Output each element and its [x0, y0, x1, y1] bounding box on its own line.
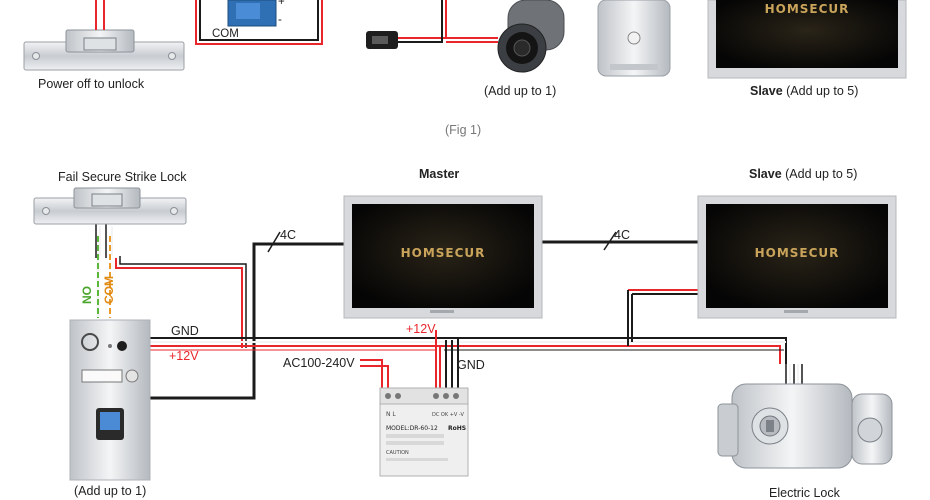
com-label: COM [102, 276, 116, 304]
svg-text:N L: N L [386, 411, 396, 418]
v12-left-label: +12V [169, 349, 199, 363]
svg-text:MODEL:DR-60-12: MODEL:DR-60-12 [386, 425, 438, 432]
fig2-slave-label: Slave (Add up to 5) [749, 167, 858, 181]
svg-text:RoHS: RoHS [448, 425, 466, 432]
fig1-relay-module [195, 0, 323, 45]
fig1-slave-monitor: HOMSECUR [707, 0, 907, 79]
svg-text:DC OK +V -V: DC OK +V -V [432, 412, 464, 418]
door-station [69, 319, 151, 481]
svg-text:CAUTION: CAUTION [386, 450, 409, 456]
door-station-label: (Add up to 1) [74, 484, 147, 498]
electric-lock [717, 383, 893, 469]
slave-monitor-brand: HOMSECUR [755, 246, 840, 260]
relay-minus-label: - [278, 14, 282, 26]
master-monitor: HOMSECUR [343, 195, 543, 319]
v12-center-label: +12V [406, 322, 436, 336]
fig1-slave-label: Slave (Add up to 5) [750, 84, 859, 98]
master-monitor-brand: HOMSECUR [401, 246, 486, 260]
electric-lock-label: Electric Lock [769, 486, 840, 500]
fig1-exit-button [597, 0, 671, 77]
no-label: NO [80, 286, 94, 304]
fig1-monitor-brand: HOMSECUR [765, 2, 850, 16]
ac-label: AC100-240V [283, 356, 355, 370]
relay-com-label: COM [212, 28, 239, 40]
door-station-logo-icon [81, 333, 99, 351]
camera-label: (Add up to 1) [484, 84, 557, 98]
power-off-label: Power off to unlock [38, 77, 145, 91]
gnd-center-label: GND [457, 358, 485, 372]
fig1-strike-lock [23, 0, 185, 71]
cable-left-label: 4C [280, 228, 296, 242]
gnd-left-label: GND [171, 324, 199, 338]
strike-lock-label: Fail Secure Strike Lock [58, 170, 187, 184]
fig2-strike-lock [33, 187, 187, 225]
fig1-camera [366, 0, 565, 73]
slave-monitor: HOMSECUR [697, 195, 897, 319]
power-supply: N L DC OK +V -V MODEL:DR-60-12 RoHS CAUT… [379, 387, 469, 477]
cable-right-label: 4C [614, 228, 630, 242]
relay-plus-label: + [278, 0, 285, 8]
fig2-wires [95, 224, 803, 400]
master-label: Master [419, 167, 460, 181]
fig1-caption: (Fig 1) [445, 123, 482, 137]
